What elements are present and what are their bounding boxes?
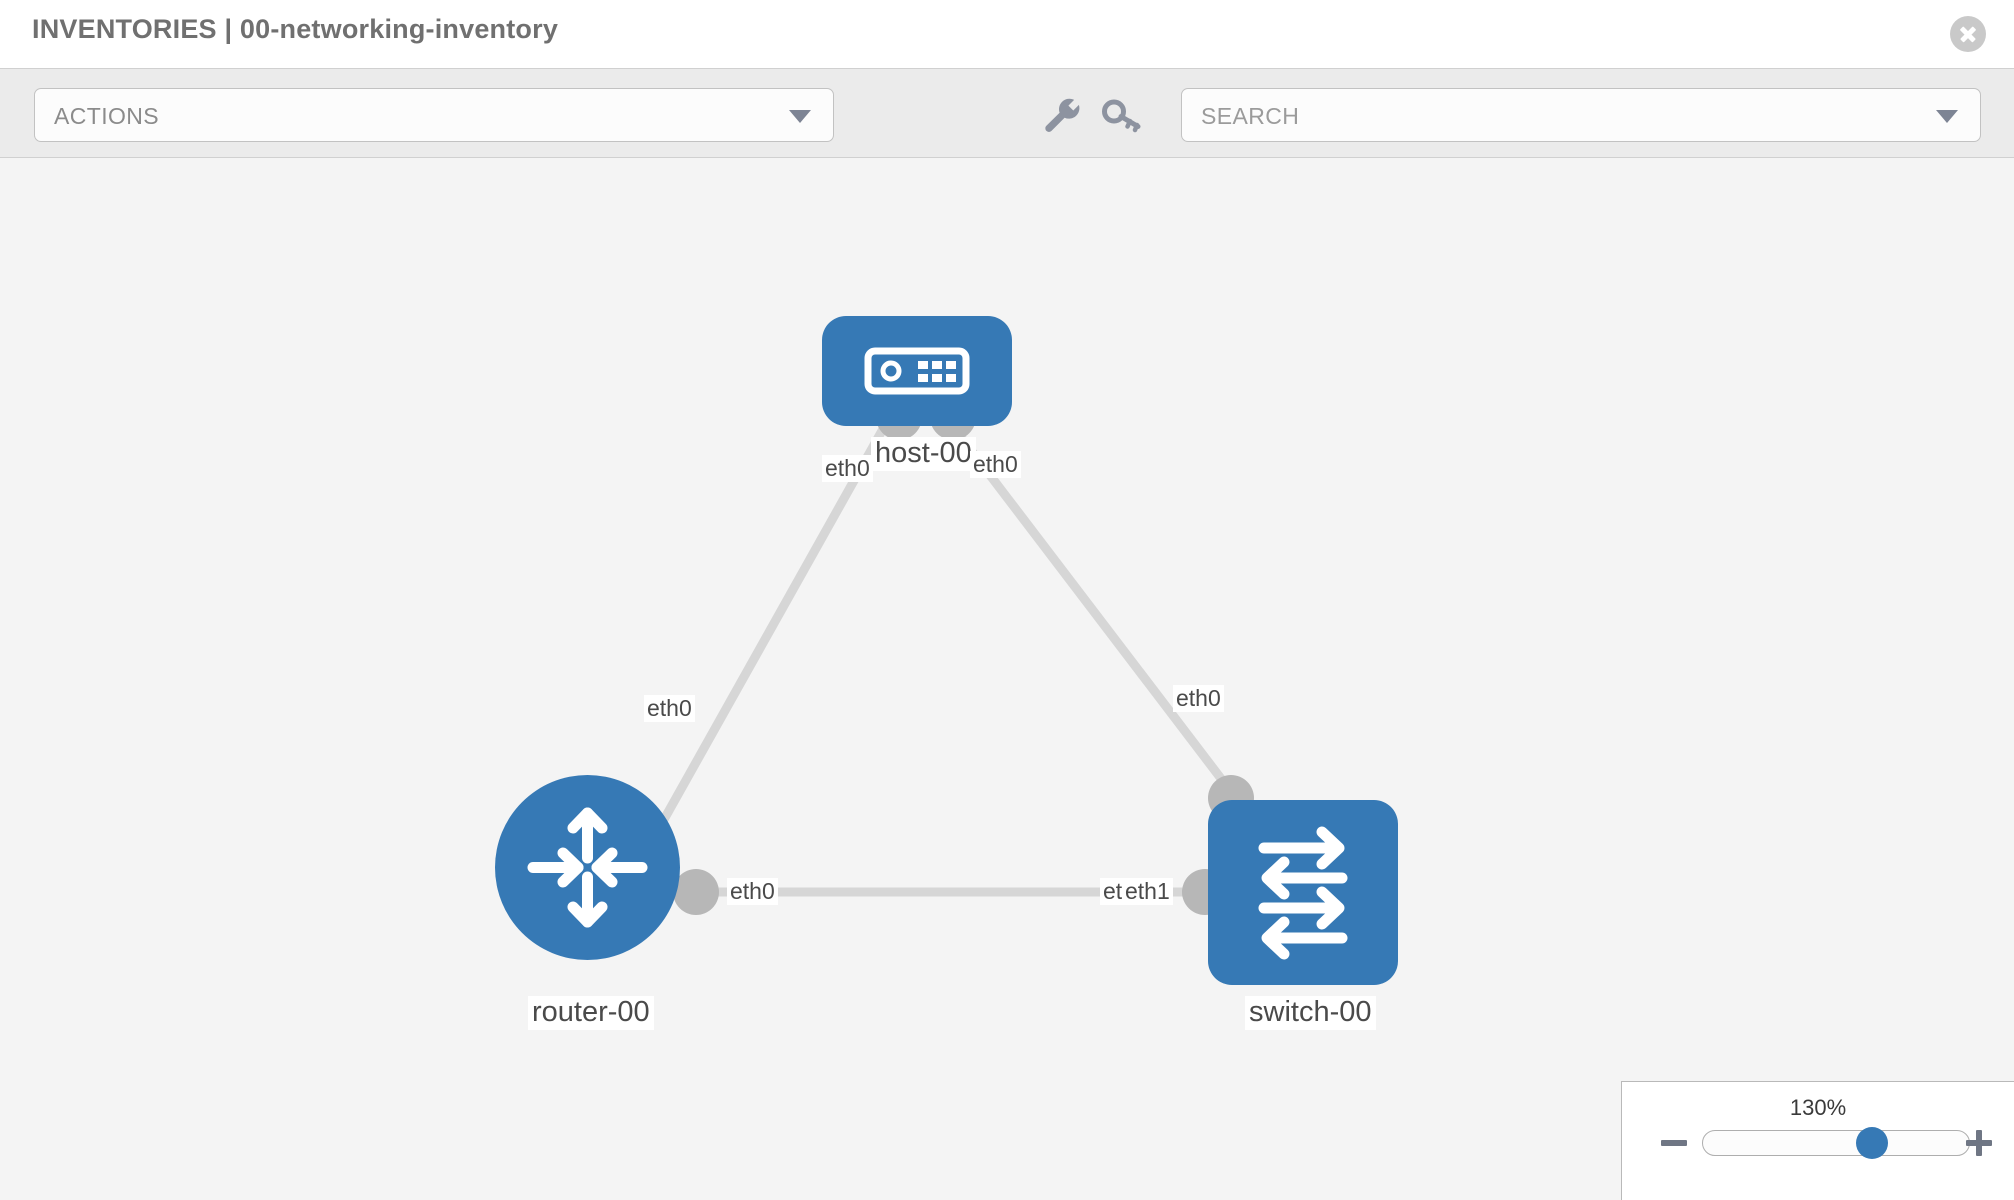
server-icon — [864, 347, 970, 395]
close-icon[interactable] — [1950, 16, 1986, 52]
node-label-router-00: router-00 — [528, 996, 654, 1030]
zoom-slider[interactable] — [1702, 1127, 1970, 1159]
edge-label-host-right-eth: eth0 — [970, 451, 1021, 479]
zoom-level-value: 130% — [1789, 1095, 1847, 1120]
search-input[interactable] — [1199, 90, 1903, 142]
edge-label-host-left-eth: eth0 — [822, 455, 873, 483]
edge-label-router-up-eth: eth0 — [644, 695, 695, 723]
actions-dropdown[interactable]: ACTIONS — [34, 88, 834, 142]
node-router-00[interactable] — [495, 775, 680, 960]
node-label-host-00: host-00 — [871, 437, 976, 471]
edge-label-switch-up-eth: eth0 — [1173, 685, 1224, 713]
search-box[interactable] — [1181, 88, 1981, 142]
switch-arrows-icon — [1258, 826, 1348, 960]
zoom-in-button[interactable] — [1966, 1130, 1992, 1156]
port-router-right[interactable] — [673, 869, 719, 915]
topology-canvas[interactable]: host-00 router-00 switch-00 eth0 eth0 et… — [0, 158, 2014, 1200]
zoom-control-panel: 130% — [1621, 1081, 2014, 1200]
wrench-icon[interactable] — [1040, 95, 1084, 135]
chevron-down-icon — [789, 110, 811, 123]
edge-label-router-right-eth: eth0 — [727, 878, 778, 906]
topology-edges — [644, 417, 1236, 897]
page-header: INVENTORIES | 00-networking-inventory — [0, 0, 2014, 68]
router-arrows-icon — [527, 807, 648, 928]
key-icon[interactable] — [1100, 95, 1144, 135]
node-host-00[interactable] — [822, 316, 1012, 426]
actions-dropdown-label: ACTIONS — [54, 103, 160, 129]
zoom-out-button[interactable] — [1661, 1130, 1687, 1156]
zoom-slider-thumb[interactable] — [1856, 1127, 1888, 1159]
edge-label-switch-left-eth-over: eth1 — [1122, 878, 1173, 906]
node-label-switch-00: switch-00 — [1245, 996, 1376, 1030]
chevron-down-icon — [1936, 110, 1958, 123]
node-switch-00[interactable] — [1208, 800, 1398, 985]
breadcrumb: INVENTORIES | 00-networking-inventory — [32, 14, 559, 44]
toolbar: ACTIONS — [0, 68, 2014, 158]
